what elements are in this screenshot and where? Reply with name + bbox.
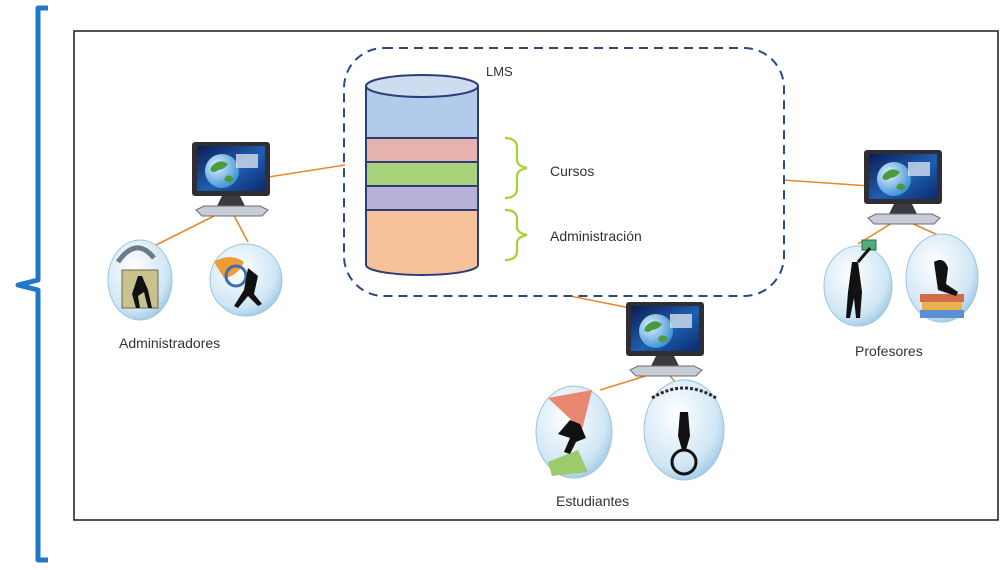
brace-cursos <box>504 136 528 200</box>
segment-label-administracion: Administración <box>550 228 642 244</box>
group-label-administradores: Administradores <box>119 335 220 351</box>
db-top <box>365 74 479 98</box>
prof-clipart-2 <box>905 233 979 323</box>
group-label-profesores: Profesores <box>855 343 923 359</box>
db-band-lavender <box>365 185 479 211</box>
prof-clipart-1 <box>823 239 893 327</box>
db-band-green <box>365 161 479 187</box>
admin-clipart-1 <box>107 239 173 321</box>
stud-clipart-2 <box>643 379 725 481</box>
segment-label-cursos: Cursos <box>550 163 594 179</box>
group-label-estudiantes: Estudiantes <box>556 493 629 509</box>
connector-admin <box>261 164 346 179</box>
db-base <box>365 199 479 276</box>
lms-label: LMS <box>486 64 513 79</box>
db-band-pink <box>365 137 479 163</box>
left-bracket <box>15 5 48 563</box>
lms-boundary <box>343 47 785 297</box>
connector-prof <box>782 179 871 187</box>
database-cylinder <box>365 74 479 276</box>
brace-administracion <box>504 208 528 262</box>
admin-clipart-2 <box>209 243 283 317</box>
stud-clipart-1 <box>535 385 613 479</box>
